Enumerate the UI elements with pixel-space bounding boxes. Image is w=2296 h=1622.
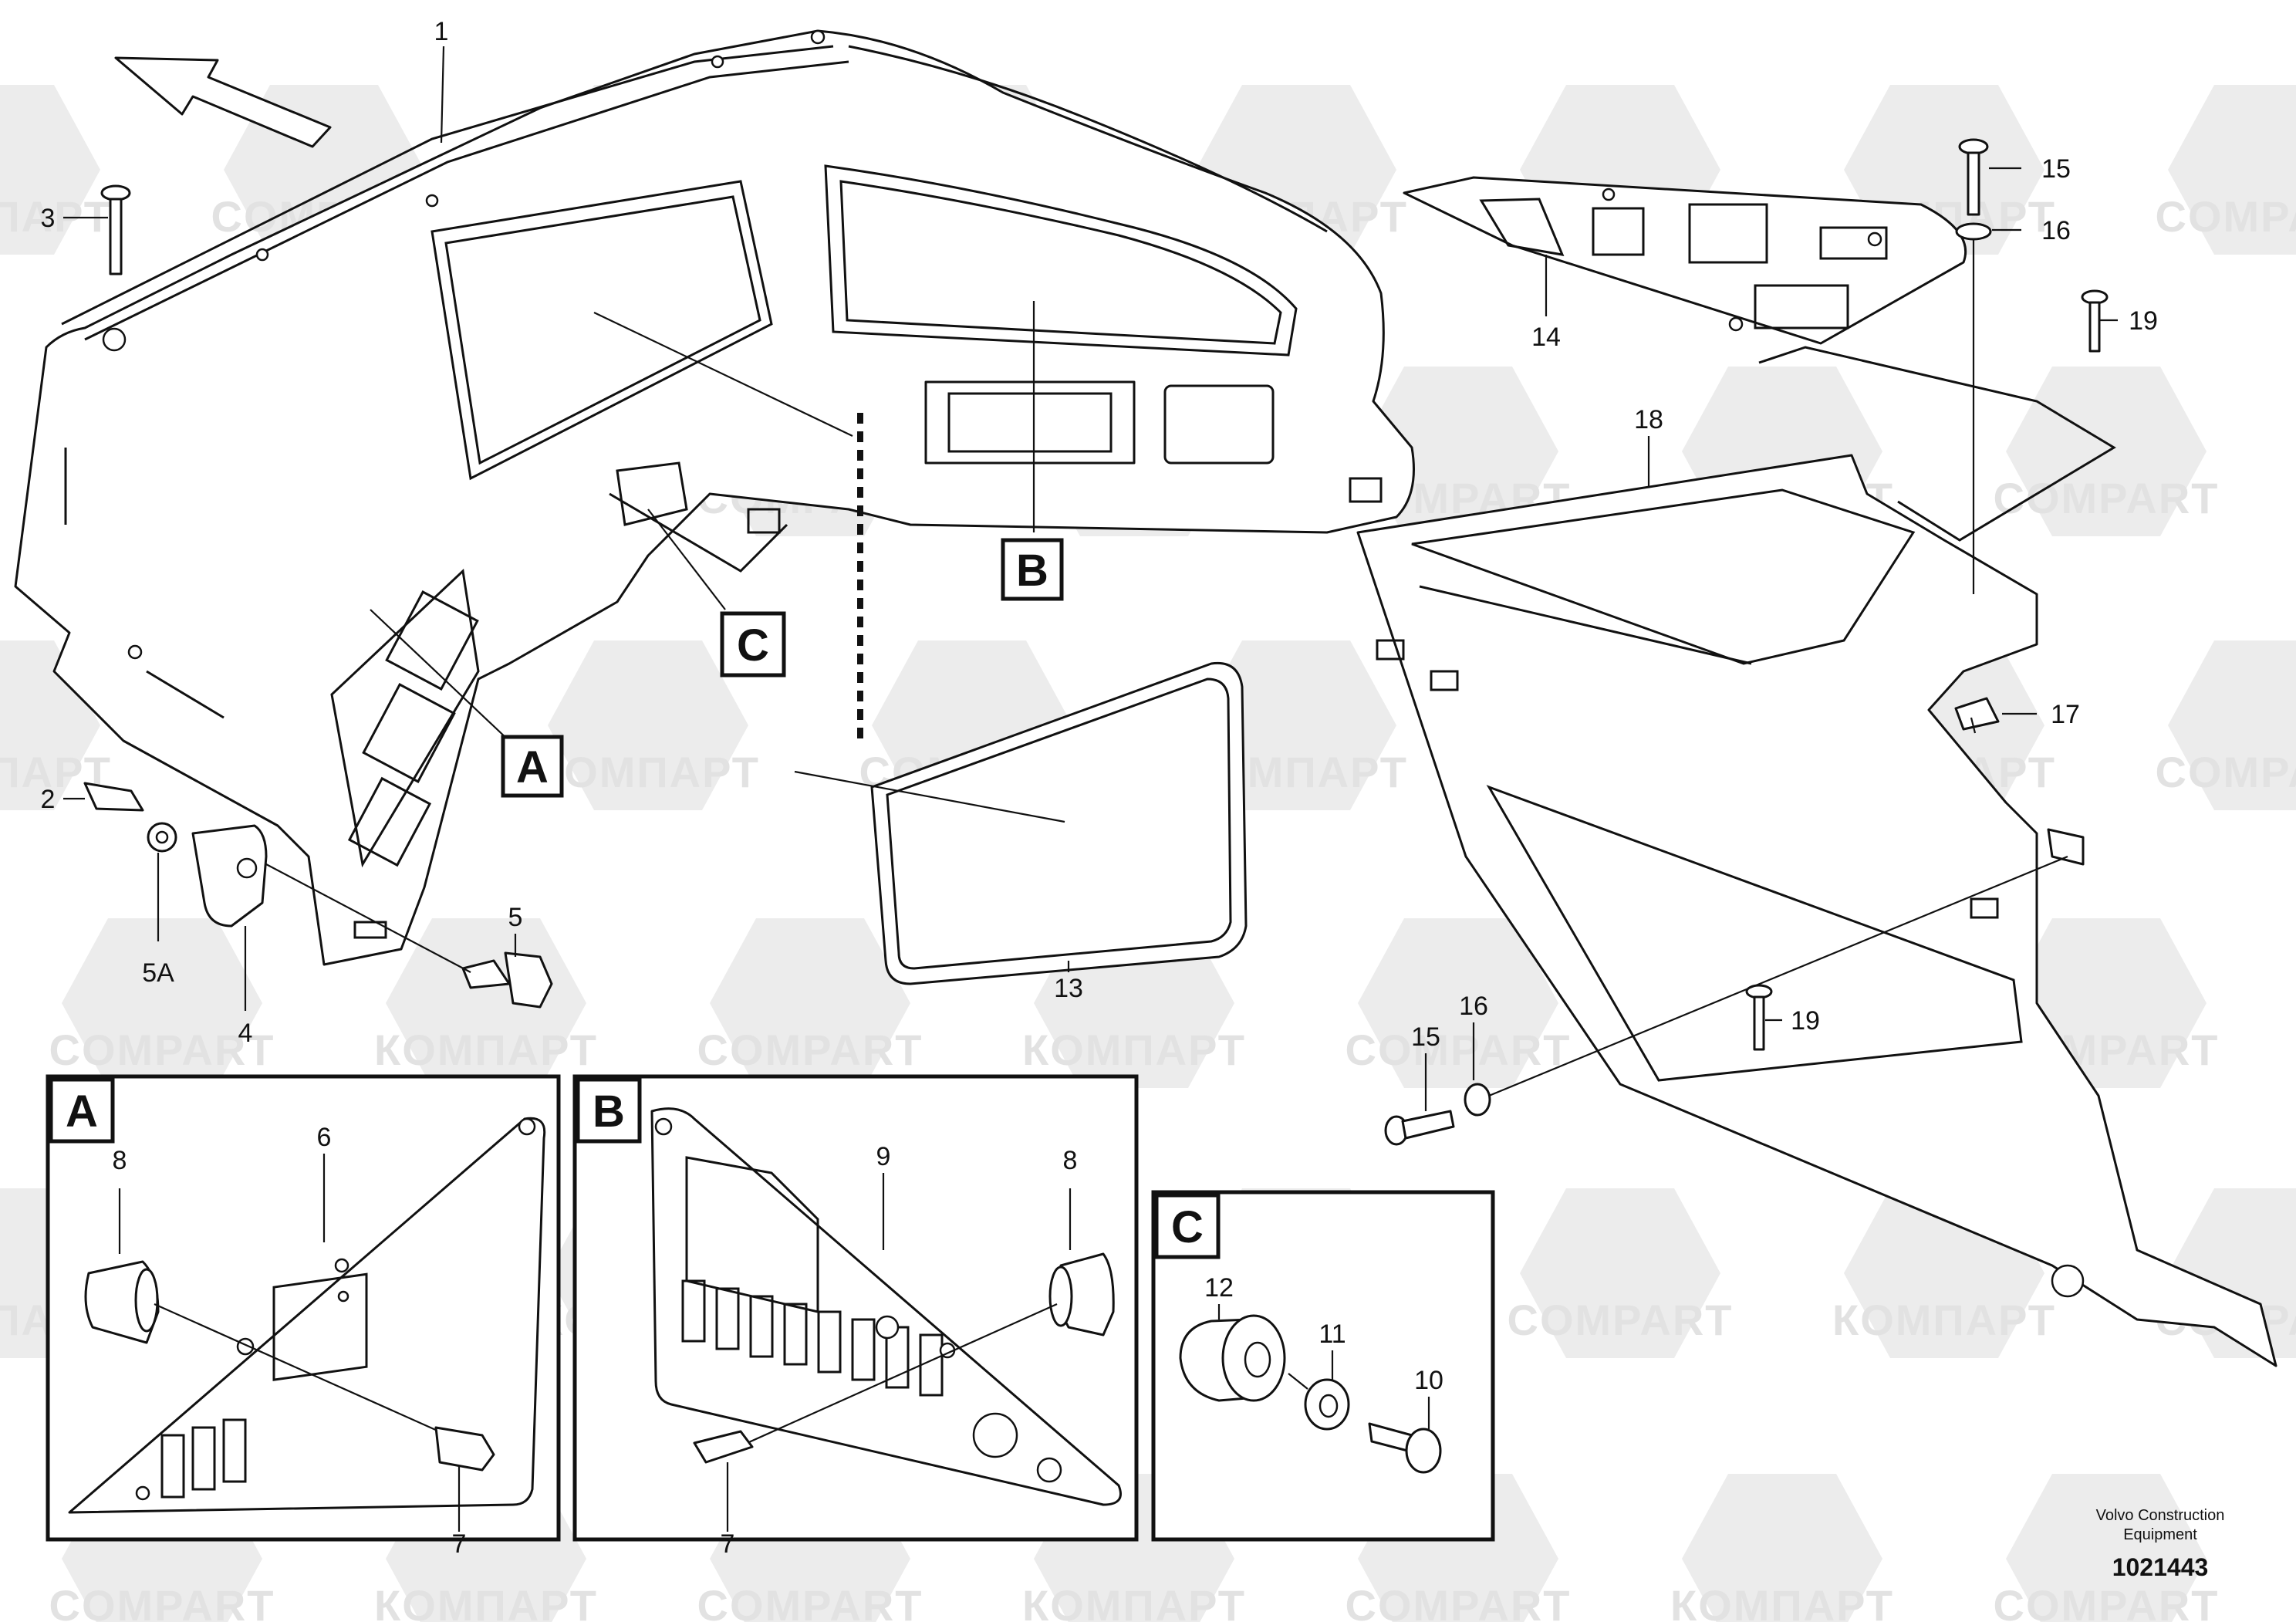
watermark-text: КОМПАРТ	[1022, 1026, 1246, 1074]
svg-text:5A: 5A	[142, 958, 174, 988]
watermark-text: КОМПАРТ	[374, 1026, 598, 1074]
watermark-tile: COMPART	[49, 918, 275, 1088]
screw-part-3	[100, 184, 131, 275]
svg-text:12: 12	[1204, 1273, 1234, 1303]
watermark-tile: COMPART	[2156, 85, 2296, 255]
svg-text:Volvo Construction: Volvo Construction	[2096, 1507, 2225, 1524]
svg-text:5: 5	[508, 903, 523, 932]
svg-text:19: 19	[2129, 306, 2158, 336]
svg-text:A: A	[516, 742, 549, 792]
detail-panel-b: B 9 8 7	[572, 1074, 1139, 1559]
svg-text:17: 17	[2051, 700, 2080, 729]
watermark-tile: COMPART	[1994, 1474, 2220, 1622]
detail-panel-c: C 12 11 10	[1151, 1190, 1495, 1542]
watermark-tile: COMPART	[2156, 640, 2296, 810]
clip-nut-part-2	[83, 782, 144, 812]
svg-text:16: 16	[1459, 992, 1488, 1021]
screw-part-19-top	[2081, 289, 2109, 353]
svg-text:10: 10	[1414, 1366, 1443, 1395]
svg-text:16: 16	[2041, 216, 2071, 245]
watermark-text: COMPART	[2156, 748, 2296, 796]
watermark-text: КОМПАРТ	[1832, 1296, 2056, 1344]
svg-text:C: C	[1171, 1202, 1204, 1252]
washer-part-16-bottom	[1464, 1083, 1491, 1117]
svg-text:15: 15	[1411, 1022, 1440, 1052]
svg-text:18: 18	[1634, 405, 1663, 434]
watermark-text: КОМПАРТ	[1670, 1581, 1894, 1622]
detail-tag-c: C	[647, 509, 786, 678]
switch-slot	[783, 1303, 808, 1366]
svg-text:B: B	[1016, 546, 1048, 596]
svg-text:19: 19	[1791, 1006, 1820, 1036]
svg-text:C: C	[737, 620, 769, 671]
svg-text:6: 6	[317, 1123, 332, 1152]
bolt-part-5	[461, 951, 553, 1009]
screw-part-15-top	[1958, 138, 1989, 216]
watermark-text: COMPART	[1994, 474, 2220, 522]
clip-nut-part-17	[1954, 697, 2000, 731]
dashboard-cover-part-1	[14, 29, 1415, 966]
svg-text:4: 4	[238, 1019, 253, 1048]
watermark-tile: COMPART	[1508, 1188, 1734, 1358]
screw-part-19-bottom	[1745, 984, 1773, 1051]
watermark-tile: КОМПАРТ	[0, 85, 112, 255]
watermark-text: COMPART	[2156, 192, 2296, 241]
svg-text:1021443: 1021443	[2112, 1553, 2209, 1581]
watermark-tile: КОМПАРТ	[1670, 1474, 1894, 1622]
svg-text:B: B	[593, 1086, 625, 1137]
detail-panel-a: A 8 6 7	[46, 1074, 561, 1559]
watermark-tile: КОМПАРТ	[536, 640, 760, 810]
svg-text:15: 15	[2041, 154, 2071, 184]
watermark-tile: COMPART	[1346, 918, 1572, 1088]
window-seal-part-13	[794, 661, 1248, 985]
watermark-text: COMPART	[1508, 1296, 1734, 1344]
detail-tag-b: B	[1001, 538, 1064, 601]
watermark-text: КОМПАРТ	[536, 748, 760, 796]
screw-part-15-bottom	[1384, 1110, 1455, 1146]
watermark-tile: КОМПАРТ	[374, 918, 598, 1088]
switch-slot	[817, 1310, 842, 1374]
watermark-text: COMPART	[49, 1581, 275, 1622]
watermark-text: COMPART	[697, 1581, 923, 1622]
watermark-text: КОМПАРТ	[0, 192, 112, 241]
forward-direction-arrow	[114, 56, 332, 148]
switch-plate-part-14	[1403, 176, 1967, 345]
svg-text:13: 13	[1054, 974, 1083, 1003]
watermark-text: КОМПАРТ	[1022, 1581, 1246, 1622]
switch-slot	[851, 1318, 876, 1381]
svg-text:Equipment: Equipment	[2123, 1526, 2197, 1543]
svg-text:8: 8	[1063, 1146, 1078, 1175]
svg-text:11: 11	[1319, 1320, 1346, 1349]
switch-slot	[749, 1295, 774, 1358]
watermark-text: COMPART	[697, 1026, 923, 1074]
clip-nut-part-17b	[2047, 828, 2085, 866]
document-credit: Volvo Construction Equipment 1021443	[2096, 1507, 2225, 1581]
main-callouts: 1 3 2 5A 4 5 13 14 15 16 19 18 17 19 15 …	[41, 17, 2158, 1111]
watermark-text: COMPART	[1346, 1026, 1572, 1074]
washer-part-16-top	[1955, 222, 1992, 241]
watermark-text: КОМПАРТ	[374, 1581, 598, 1622]
svg-text:7: 7	[452, 1529, 467, 1559]
console-body-part-18	[1356, 346, 2277, 1367]
svg-text:3: 3	[41, 204, 56, 233]
svg-text:9: 9	[876, 1142, 891, 1171]
watermark-tile: COMPART	[697, 918, 923, 1088]
detail-tag-a: A	[370, 609, 564, 798]
watermark-text: COMPART	[1994, 1581, 2220, 1622]
svg-text:7: 7	[721, 1529, 735, 1559]
bracket-part-4	[191, 824, 268, 928]
svg-text:8: 8	[113, 1146, 127, 1175]
switch-slot	[715, 1287, 740, 1350]
watermark-text: COMPART	[1346, 1581, 1572, 1622]
svg-text:A: A	[66, 1086, 98, 1137]
svg-text:1: 1	[434, 17, 449, 46]
svg-text:2: 2	[41, 785, 56, 814]
svg-text:14: 14	[1531, 323, 1561, 352]
watermark-text: COMPART	[49, 1026, 275, 1074]
switch-slot	[681, 1279, 706, 1343]
